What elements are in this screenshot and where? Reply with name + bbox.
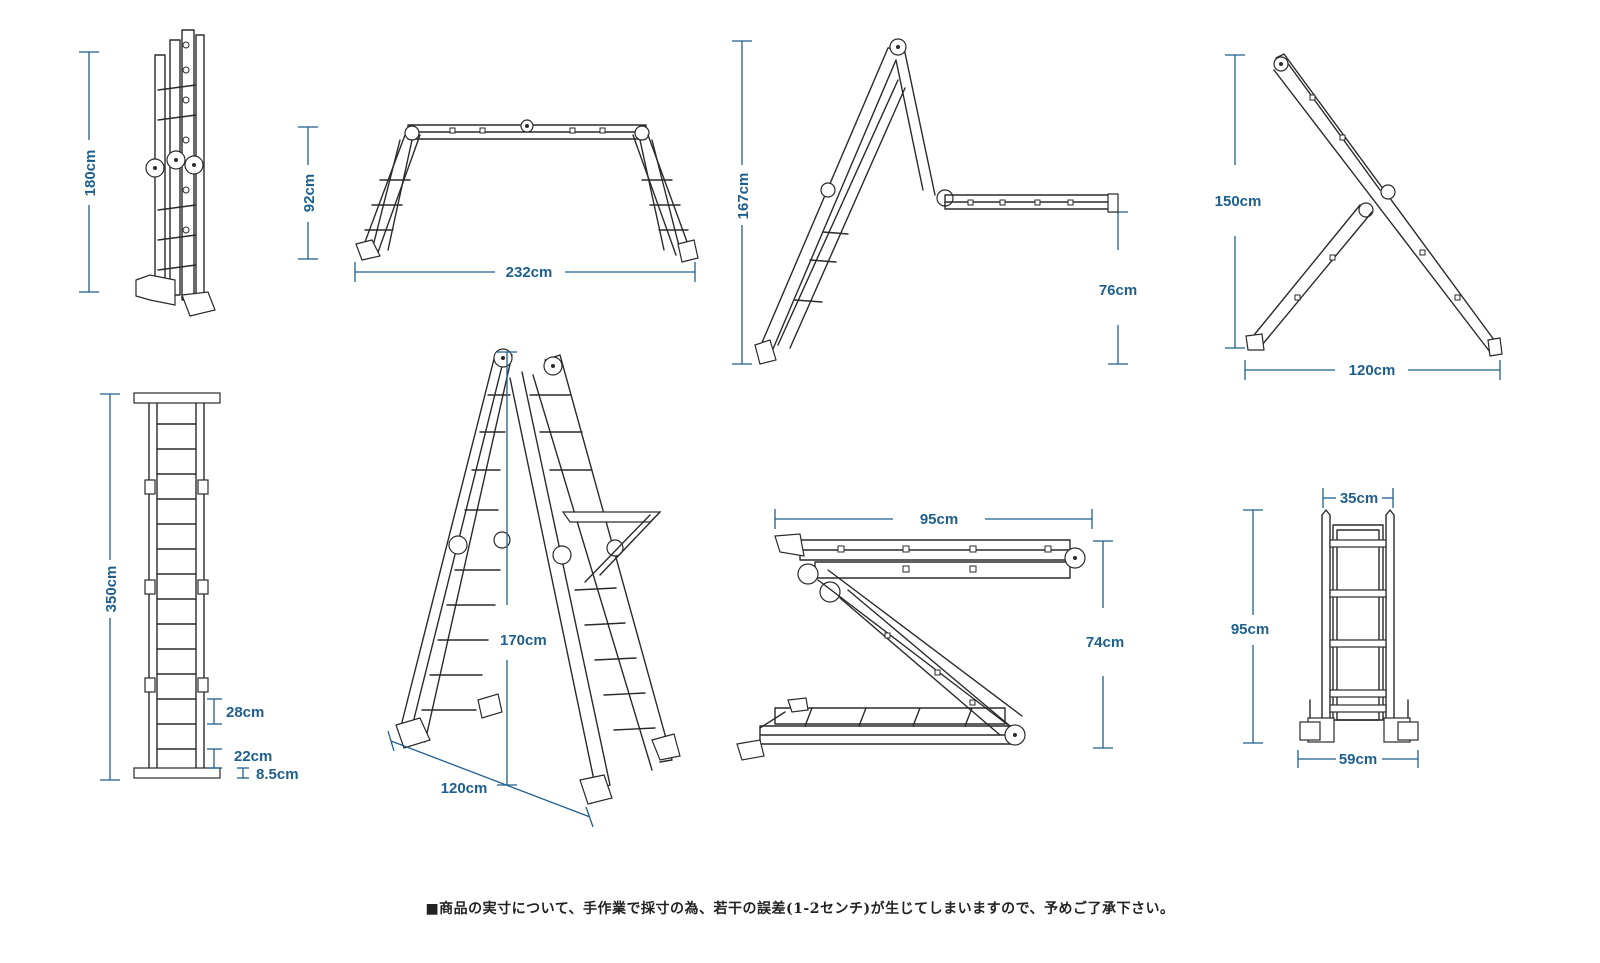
- a-frame-platform-view: 170cm 120cm: [387, 348, 681, 828]
- dim-95b-line: [1243, 509, 1263, 744]
- dim-120b-line: [387, 730, 594, 828]
- staircase-view: 167cm 76cm: [732, 38, 1137, 365]
- dim-35-line: [1322, 488, 1394, 508]
- folded-ladder-view: 180cm: [79, 29, 216, 317]
- dim-232-line: [354, 262, 696, 282]
- dim-350-label: 350cm: [103, 566, 120, 613]
- dim-150-line: [1225, 54, 1245, 349]
- z-folded-drawing: [736, 533, 1086, 761]
- dim-59-line: [1297, 750, 1419, 768]
- measurement-note: ■商品の実寸について、手作業で採寸の為、若干の誤差(1-2センチ)が生じてしまい…: [425, 901, 1175, 917]
- dim-22-line: [207, 748, 222, 769]
- extended-ladder-rungs: [156, 423, 197, 750]
- compact-front-drawing: [1299, 509, 1419, 743]
- dim-350-line: [100, 393, 120, 781]
- dim-150-label: 150cm: [1215, 193, 1262, 210]
- dim-170-line: [497, 351, 517, 786]
- dim-95a-label: 95cm: [920, 511, 958, 528]
- dim-74-label: 74cm: [1086, 634, 1124, 651]
- staircase-drawing: [754, 38, 1119, 365]
- dim-92-label: 92cm: [301, 174, 318, 212]
- dim-28-label: 28cm: [226, 704, 264, 721]
- dim-85-line: [237, 767, 249, 779]
- z-folded-view: 95cm 74cm: [736, 509, 1124, 761]
- dim-170-label: 170cm: [500, 632, 547, 649]
- dim-232-label: 232cm: [506, 264, 553, 281]
- dim-76-label: 76cm: [1099, 282, 1137, 299]
- dim-22-label: 22cm: [234, 748, 272, 765]
- a-frame-platform-drawing: [395, 348, 681, 805]
- scaffold-drawing: [355, 119, 699, 263]
- dim-120b-label: 120cm: [441, 780, 488, 797]
- a-frame-view: 150cm 120cm: [1215, 53, 1503, 380]
- dim-167-line: [732, 40, 752, 365]
- dim-95b-label: 95cm: [1231, 621, 1269, 638]
- dim-167-label: 167cm: [735, 173, 752, 220]
- dim-74-line: [1093, 540, 1113, 749]
- dim-59-label: 59cm: [1339, 751, 1377, 768]
- extended-ladder-drawing: [133, 392, 221, 779]
- scaffold-view: 92cm 232cm: [298, 119, 699, 282]
- dim-180-label: 180cm: [82, 150, 99, 197]
- compact-front-view: 35cm 95cm 59cm: [1231, 488, 1419, 768]
- a-frame-drawing: [1245, 53, 1503, 357]
- a-frame-rungs: [421, 394, 656, 731]
- dim-120a-line: [1244, 360, 1501, 380]
- dim-28-line: [207, 698, 222, 725]
- dim-120a-label: 120cm: [1349, 362, 1396, 379]
- folded-ladder-drawing: [135, 29, 216, 317]
- dim-92-line: [298, 126, 318, 260]
- dim-95a-line: [774, 509, 1093, 529]
- dim-180-line: [79, 51, 99, 293]
- extended-ladder-view: 350cm 28cm: [100, 392, 299, 783]
- dim-85-label: 8.5cm: [256, 766, 299, 783]
- dim-35-label: 35cm: [1340, 490, 1378, 507]
